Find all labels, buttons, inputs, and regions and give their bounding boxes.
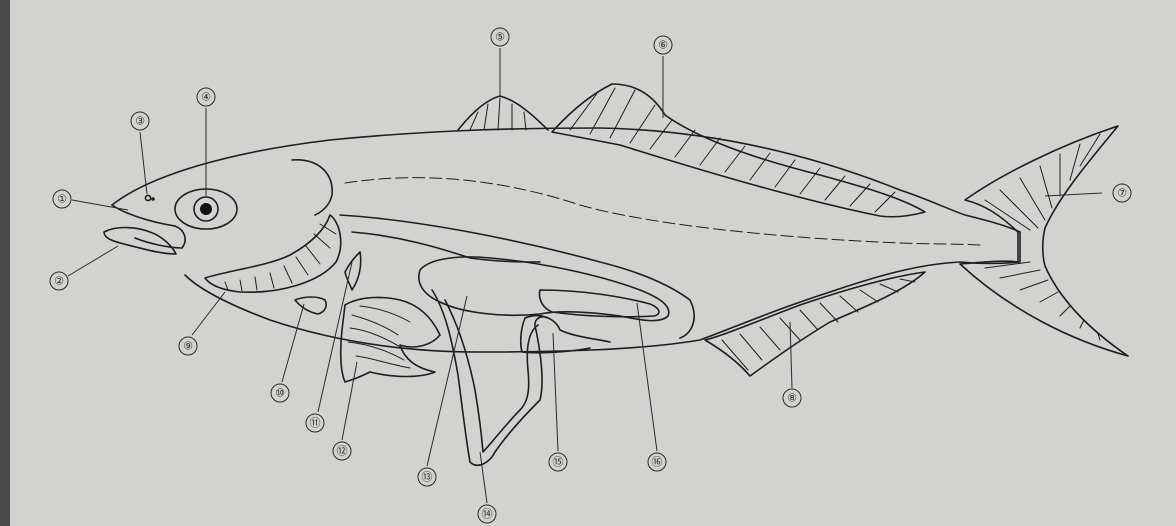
callout-label: ⑮ — [553, 456, 564, 469]
callout-label: ⑪ — [310, 417, 321, 430]
callout-label: ⑫ — [337, 445, 348, 458]
nostril-dot — [151, 197, 155, 201]
callout-label: ⑩ — [275, 387, 285, 400]
callout-label: ⑬ — [422, 471, 433, 484]
callout-label: ③ — [135, 115, 145, 128]
callout-label: ⑤ — [495, 31, 505, 44]
callout-label: ⑥ — [658, 39, 668, 52]
callout-label: ⑦ — [1117, 187, 1127, 200]
callout-label: ① — [57, 193, 67, 206]
callout-label: ⑧ — [787, 392, 797, 405]
callout-label: ⑨ — [183, 340, 193, 353]
eye-pupil — [200, 203, 212, 215]
callout-label: ⑭ — [482, 508, 493, 521]
callout-label: ⑯ — [652, 456, 663, 469]
callout-label: ② — [54, 275, 64, 288]
callout-label: ④ — [201, 91, 211, 104]
left-page-edge — [0, 0, 10, 526]
